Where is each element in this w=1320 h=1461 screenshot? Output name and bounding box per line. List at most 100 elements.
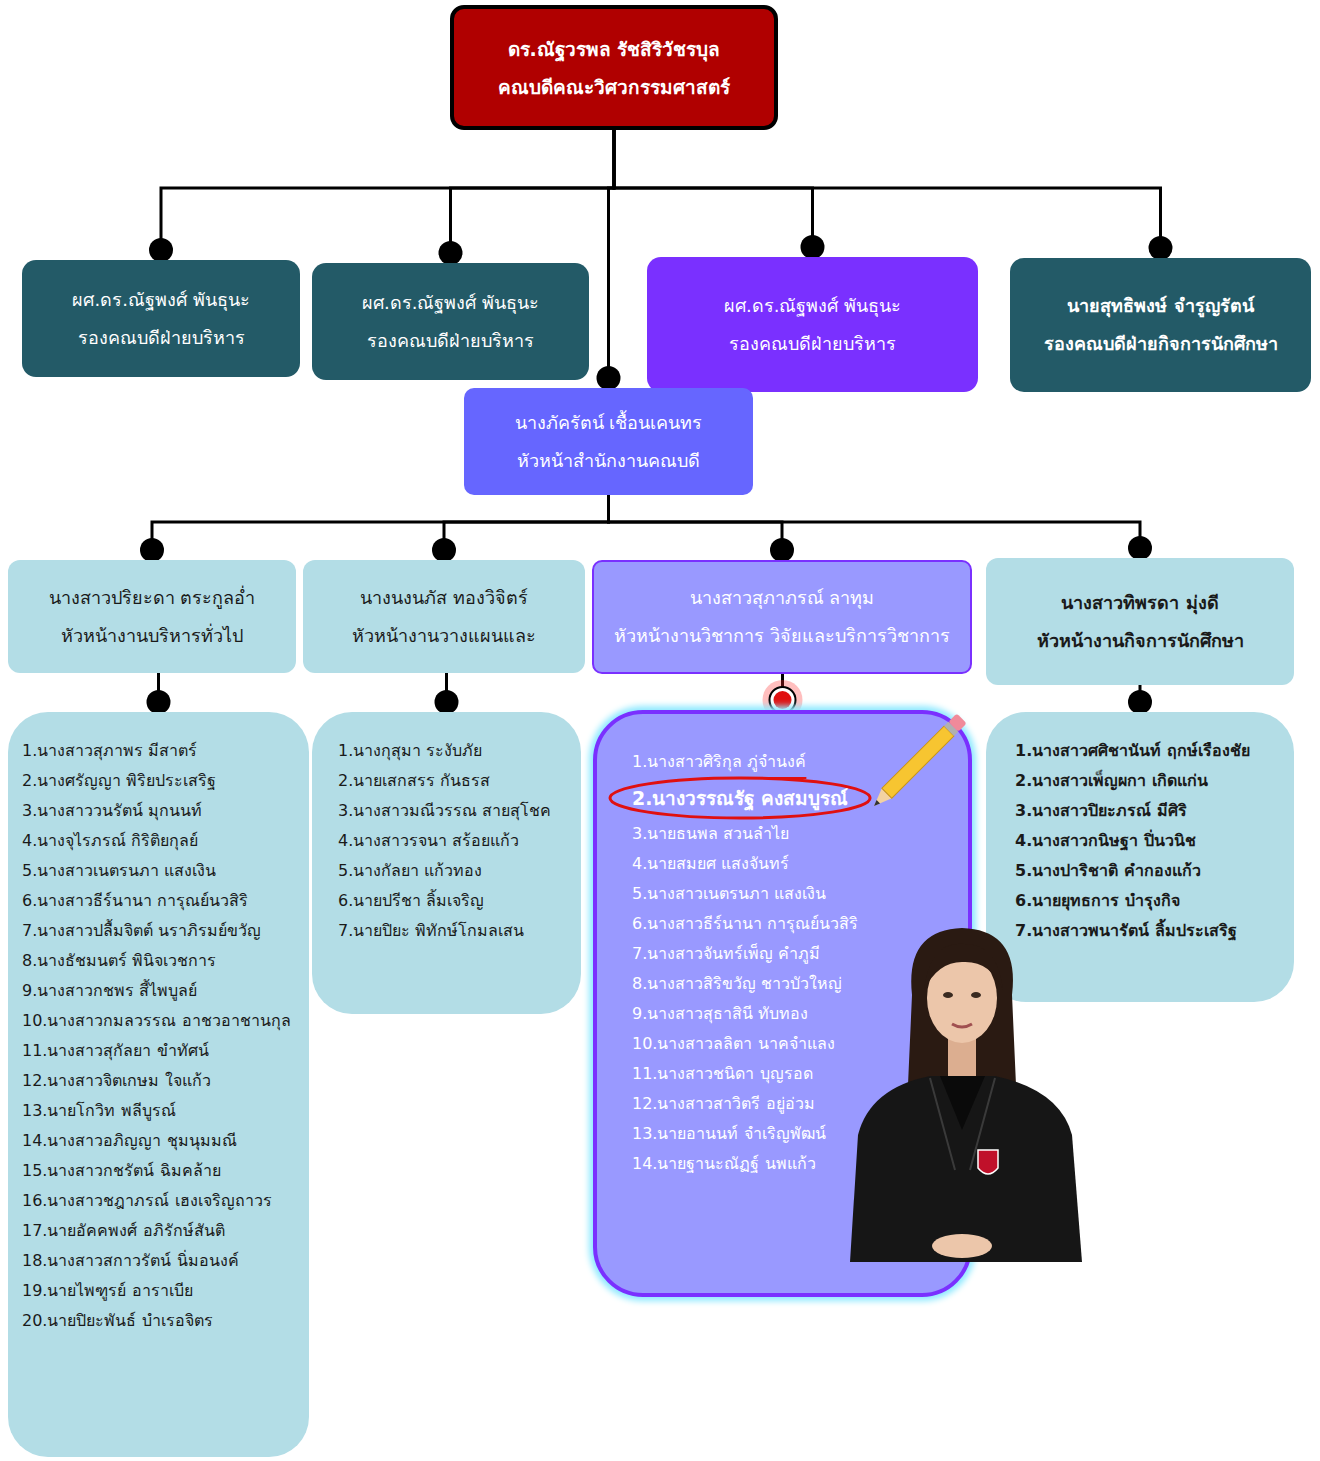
connector <box>614 130 1161 258</box>
staff-list: 1.นางสาวสุภาพร มีสาตร์2.นางศรัญญา พิริยป… <box>8 712 309 1457</box>
section-head-box: นางสาวปริยะดา ตระกูลอ่ำหัวหน้างานบริหารท… <box>8 560 296 673</box>
connector-dot <box>770 538 794 562</box>
section-head-box: นางสาวสุภาภรณ์ ลาทุมหัวหน้างานวิชาการ วิ… <box>592 560 972 674</box>
connector-dot <box>1128 690 1152 714</box>
staff-name: 11.นางสาวสุกัลยา ขำทัศน์ <box>22 1036 209 1066</box>
connector <box>451 130 615 263</box>
connector-dot <box>435 690 459 714</box>
portrait-photo <box>850 928 1082 1262</box>
staff-name: 19.นายไพฑูรย์ อาราเบีย <box>22 1276 193 1306</box>
staff-name: 17.นายอัคคพงศ์ อภิรักษ์สันติ <box>22 1216 225 1246</box>
connector-dot <box>149 238 173 262</box>
staff-name: 7.นายปิยะ พิทักษ์โกมลเสน <box>338 916 524 946</box>
staff-name: 8.นางสาวสิริขวัญ ชาวบัวใหญ่ <box>632 969 842 999</box>
staff-name: 2.นางวรรณรัฐ คงสมบูรณ์ <box>632 783 848 813</box>
staff-name: 6.นางสาวธีร์นานา การุณย์นวสิริ <box>22 886 248 916</box>
person-name: ผศ.ดร.ณัฐพงศ์ พันธุนะ <box>362 284 539 322</box>
staff-name: 4.นายสมยศ แสงจันทร์ <box>632 849 789 879</box>
staff-name: 2.นางศรัญญา พิริยประเสริฐ <box>22 766 216 796</box>
staff-name: 1.นางกุสุมา ระงับภัย <box>338 736 482 766</box>
connector-dot <box>597 366 621 390</box>
staff-name: 4.นางจุไรภรณ์ กิริติยกุลย์ <box>22 826 198 856</box>
dean-box: ดร.ณัฐวรพล รัชสิริวัชรบุลคณบดีคณะวิศวกรร… <box>450 5 778 130</box>
staff-name: 6.นายปรีชา ลิ้มเจริญ <box>338 886 484 916</box>
staff-name: 4.นางสาวรจนา สร้อยแก้ว <box>338 826 519 856</box>
connector <box>609 130 615 388</box>
staff-name: 7.นางสาวปลื้มจิตต์ นราภิรมย์ขวัญ <box>22 916 261 946</box>
position-title: หัวหน้างานวิชาการ วิจัยและบริการวิชาการ <box>614 617 950 655</box>
staff-name: 3.นางสาวปิยะภรณ์ มีศิริ <box>1015 796 1187 826</box>
connector-dot <box>147 690 171 714</box>
person-name: ผศ.ดร.ณัฐพงศ์ พันธุนะ <box>724 287 901 325</box>
staff-name: 20.นายปิยะพันธ์ บำเรอจิตร <box>22 1306 213 1336</box>
staff-list: 1.นางสาวศิริกุล ภู่จำนงค์ 2.นางวรรณรัฐ คง… <box>593 710 972 1297</box>
office-head-box: นางภัครัตน์ เชื้อนเคนทรหัวหน้าสำนักงานคณ… <box>464 388 753 495</box>
staff-name: 12.นางสาวสาวิตรี อยู่อ่วม <box>632 1089 815 1119</box>
connector-dot <box>439 241 463 265</box>
staff-name: 4.นางสาวกนิษฐา ปิ่นวนิช <box>1015 826 1196 856</box>
staff-name: 15.นางสาวกชรัตน์ ฉิมคล้าย <box>22 1156 221 1186</box>
staff-name: 3.นางสาววนรัตน์ มุกนนท์ <box>22 796 202 826</box>
position-title: หัวหน้างานวางแผนและ <box>352 617 536 655</box>
staff-name: 7.นางสาวพนารัตน์ ลิ้มประเสริฐ <box>1015 916 1237 946</box>
staff-name: 10.นางสาวลลิตา นาคจำแลง <box>632 1029 835 1059</box>
person-name: นางสาวทิพรดา มุ่งดี <box>1061 584 1218 622</box>
section-head-box: นางสาวทิพรดา มุ่งดีหัวหน้างานกิจการนักศึ… <box>986 558 1294 685</box>
connector-dot <box>1128 536 1152 560</box>
staff-name: 9.นางสาวกชพร สี้ไพบูลย์ <box>22 976 197 1006</box>
staff-name: 5.นางสาวเนตรนภา แสงเงิน <box>632 879 826 909</box>
person-name: นางสาวสุภาภรณ์ ลาทุม <box>690 579 875 617</box>
staff-name: 3.นางสาวมณีวรรณ สายสุโชค <box>338 796 551 826</box>
staff-name: 13.นายอานนท์ จำเริญพัฒน์ <box>632 1119 826 1149</box>
staff-name: 10.นางสาวกมลวรรณ อาชวอาชานกุล <box>22 1006 291 1036</box>
staff-name: 1.นางสาวศิริกุล ภู่จำนงค์ <box>632 747 806 777</box>
pencil-icon <box>869 713 967 811</box>
person-name: นายสุทธิพงษ์ จำรูญรัตน์ <box>1067 287 1253 325</box>
deputy-box: ผศ.ดร.ณัฐพงศ์ พันธุนะรองคณบดีฝ่ายบริหาร <box>22 260 300 377</box>
person-name: นางนงนภัส ทองวิจิตร์ <box>360 579 528 617</box>
staff-name: 5.นางปาริชาติ คำกองแก้ว <box>1015 856 1201 886</box>
staff-name: 5.นางสาวเนตรนภา แสงเงิน <box>22 856 216 886</box>
position-title: รองคณบดีฝ่ายบริหาร <box>78 319 245 357</box>
position-title: หัวหน้างานบริหารทั่วไป <box>61 617 243 655</box>
connector-dot <box>774 691 792 709</box>
staff-name: 1.นางสาวศศิชานันท์ ฤกษ์เรืองชัย <box>1015 736 1250 766</box>
staff-name: 3.นายธนพล สวนลำไย <box>632 819 789 849</box>
staff-list: 1.นางกุสุมา ระงับภัย2.นายเสกสรร กันธรส3.… <box>312 712 581 1014</box>
position-title: คณบดีคณะวิศวกรรมศาสตร์ <box>498 68 730 106</box>
position-title: หัวหน้าสำนักงานคณบดี <box>517 442 700 480</box>
staff-name: 13.นายโกวิท พลีบูรณ์ <box>22 1096 176 1126</box>
deputy-box: ผศ.ดร.ณัฐพงศ์ พันธุนะรองคณบดีฝ่ายบริหาร <box>312 263 589 380</box>
red-ellipse-highlight <box>610 778 870 818</box>
connector <box>161 130 614 260</box>
red-underline <box>733 777 806 779</box>
staff-list: 1.นางสาวศศิชานันท์ ฤกษ์เรืองชัย2.นางสาวเ… <box>986 712 1294 1002</box>
staff-name: 7.นางสาวจันทร์เพ็ญ คำภูมี <box>632 939 820 969</box>
staff-name: 18.นางสาวสกาวรัตน์ นิ่มอนงค์ <box>22 1246 239 1276</box>
staff-name: 6.นายยุทธการ บำรุงกิจ <box>1015 886 1180 916</box>
staff-name: 14.นางสาวอภิญญา ชุมนุมมณี <box>22 1126 237 1156</box>
person-name: ดร.ณัฐวรพล รัชสิริวัชรบุล <box>508 30 721 68</box>
connector <box>614 130 813 257</box>
staff-name: 12.นางสาวจิตเกษม ใจแก้ว <box>22 1066 211 1096</box>
connector <box>609 495 1141 558</box>
connector <box>609 495 783 560</box>
staff-name: 16.นางสาวชฎาภรณ์ เฮงเจริญถาวร <box>22 1186 272 1216</box>
position-title: รองคณบดีฝ่ายกิจการนักศึกษา <box>1044 325 1278 363</box>
connector-dot <box>140 538 164 562</box>
staff-name: 2.นางสาวเพ็ญผกา เกิดแก่น <box>1015 766 1208 796</box>
connector <box>444 495 609 560</box>
staff-name: 2.นายเสกสรร กันธรส <box>338 766 490 796</box>
connector-dot <box>432 538 456 562</box>
position-title: รองคณบดีฝ่ายบริหาร <box>729 325 896 363</box>
position-title: รองคณบดีฝ่ายบริหาร <box>367 322 534 360</box>
deputy-box: ผศ.ดร.ณัฐพงศ์ พันธุนะรองคณบดีฝ่ายบริหาร <box>647 257 978 392</box>
staff-name: 5.นางกัลยา แก้วทอง <box>338 856 482 886</box>
staff-name: 1.นางสาวสุภาพร มีสาตร์ <box>22 736 197 766</box>
person-name: นางสาวปริยะดา ตระกูลอ่ำ <box>49 579 256 617</box>
connector <box>152 495 609 560</box>
staff-name: 11.นางสาวชนิดา บุญรอด <box>632 1059 813 1089</box>
deputy-box: นายสุทธิพงษ์ จำรูญรัตน์รองคณบดีฝ่ายกิจกา… <box>1010 258 1311 392</box>
staff-name: 6.นางสาวธีร์นานา การุณย์นวสิริ <box>632 909 858 939</box>
